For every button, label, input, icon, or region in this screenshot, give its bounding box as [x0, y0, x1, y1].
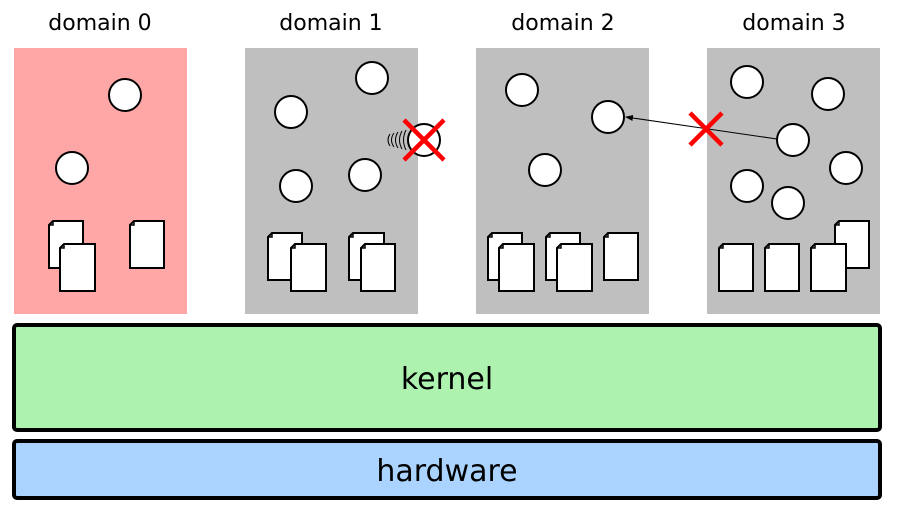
file-icon: [360, 243, 396, 292]
file-icon: [556, 243, 593, 292]
process-icon: [776, 123, 810, 157]
file-icon: [498, 243, 535, 292]
kernel-label: kernel: [401, 362, 493, 397]
process-icon: [528, 153, 562, 187]
process-icon: [55, 151, 89, 185]
domain-0-contents: [48, 78, 165, 292]
blocked-x-icon: [402, 118, 446, 162]
file-icon: [129, 220, 165, 269]
process-icon: [811, 77, 845, 111]
process-icon: [829, 151, 863, 185]
process-icon: [274, 95, 308, 129]
process-icon: [591, 100, 625, 134]
domain-1-label: domain 1: [279, 11, 382, 36]
process-icon: [355, 61, 389, 95]
file-icon: [603, 232, 639, 281]
process-icon: [108, 78, 142, 112]
domain-0-box: [14, 48, 187, 314]
signal-wave-icon: [387, 129, 407, 151]
process-icon: [730, 169, 764, 203]
kernel-box: [12, 323, 882, 432]
blocked-x-icon: [688, 111, 724, 147]
domain-3-contents: [718, 65, 870, 292]
hardware-box: [12, 439, 882, 500]
file-icon: [718, 243, 754, 292]
hardware-label: hardware: [376, 454, 517, 489]
process-icon: [730, 65, 764, 99]
domain-2-label: domain 2: [511, 11, 614, 36]
process-icon: [279, 169, 313, 203]
process-icon: [505, 73, 539, 107]
process-icon: [348, 158, 382, 192]
file-icon: [764, 243, 800, 292]
domain-3-label: domain 3: [742, 11, 845, 36]
domain-0-label: domain 0: [48, 11, 151, 36]
process-icon: [771, 186, 805, 220]
file-icon: [290, 243, 327, 292]
domain-2-contents: [487, 73, 639, 292]
file-icon: [810, 243, 847, 292]
file-icon: [59, 243, 96, 292]
cross-domain-arrow: [625, 115, 778, 140]
